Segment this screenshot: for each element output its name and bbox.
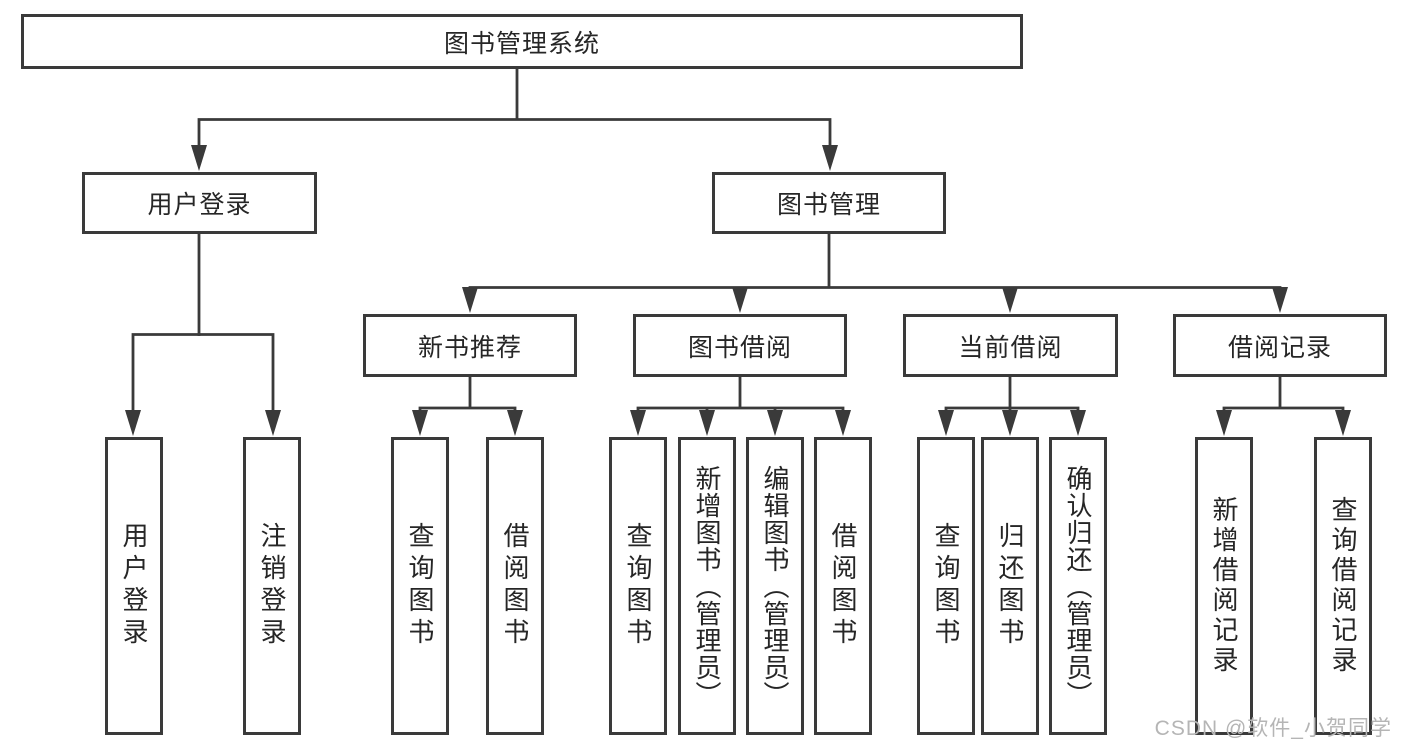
leaf-query-books-recommendation-label: 查询图书 bbox=[405, 522, 435, 650]
leaf-edit-book-admin: 编辑图书（管理员） bbox=[746, 437, 804, 735]
leaf-borrow-books-borrowing-label: 借阅图书 bbox=[828, 522, 858, 650]
leaf-return-books-label: 归还图书 bbox=[995, 522, 1025, 650]
node-current-borrowing: 当前借阅 bbox=[903, 314, 1118, 377]
leaf-logout-label: 注销登录 bbox=[257, 522, 287, 650]
watermark: CSDN @软件_小贺同学 bbox=[1154, 717, 1392, 740]
leaf-return-books: 归还图书 bbox=[981, 437, 1039, 735]
node-user-login-label: 用户登录 bbox=[147, 191, 252, 219]
leaf-borrow-books-recommendation: 借阅图书 bbox=[486, 437, 544, 735]
node-current-borrowing-label: 当前借阅 bbox=[958, 333, 1063, 362]
leaf-query-borrow-record: 查询借阅记录 bbox=[1314, 437, 1372, 735]
connector-current-to-leaves bbox=[938, 377, 1086, 436]
leaf-query-books-current: 查询图书 bbox=[917, 437, 975, 735]
leaf-confirm-return-admin: 确认归还（管理员） bbox=[1049, 437, 1107, 735]
leaf-add-book-admin: 新增图书（管理员） bbox=[678, 437, 736, 735]
connector-records-to-leaves bbox=[1216, 377, 1351, 436]
node-book-management: 图书管理 bbox=[712, 172, 946, 234]
leaf-borrow-books-borrowing: 借阅图书 bbox=[814, 437, 872, 735]
connector-book-management-to-level3 bbox=[462, 234, 1288, 313]
leaf-logout: 注销登录 bbox=[243, 437, 301, 735]
node-book-borrowing-label: 图书借阅 bbox=[687, 333, 792, 362]
node-user-login: 用户登录 bbox=[82, 172, 317, 234]
leaf-query-borrow-record-label: 查询借阅记录 bbox=[1328, 496, 1358, 676]
leaf-borrow-books-recommendation-label: 借阅图书 bbox=[500, 522, 530, 650]
leaf-confirm-return-admin-label: 确认归还（管理员） bbox=[1063, 464, 1093, 708]
node-new-book-recommendation-label: 新书推荐 bbox=[417, 333, 522, 362]
leaf-query-books-recommendation: 查询图书 bbox=[391, 437, 449, 735]
node-borrowing-records: 借阅记录 bbox=[1173, 314, 1387, 377]
connector-recommendation-to-leaves bbox=[412, 377, 523, 436]
node-new-book-recommendation: 新书推荐 bbox=[363, 314, 577, 377]
node-borrowing-records-label: 借阅记录 bbox=[1227, 333, 1332, 362]
node-library-management-system-label: 图书管理系统 bbox=[443, 29, 600, 58]
connector-borrowing-to-leaves bbox=[630, 377, 851, 436]
leaf-add-book-admin-label: 新增图书（管理员） bbox=[692, 464, 722, 708]
leaf-query-books-current-label: 查询图书 bbox=[931, 522, 961, 650]
leaf-user-login-label: 用户登录 bbox=[119, 522, 149, 650]
leaf-add-borrow-record-label: 新增借阅记录 bbox=[1209, 496, 1239, 676]
node-library-management-system: 图书管理系统 bbox=[21, 14, 1023, 69]
leaf-edit-book-admin-label: 编辑图书（管理员） bbox=[760, 464, 790, 708]
node-book-management-label: 图书管理 bbox=[776, 191, 881, 219]
leaf-add-borrow-record: 新增借阅记录 bbox=[1195, 437, 1253, 735]
node-book-borrowing: 图书借阅 bbox=[633, 314, 847, 377]
leaf-user-login: 用户登录 bbox=[105, 437, 163, 735]
connector-user-login-to-leaves bbox=[125, 234, 281, 436]
connector-root-to-level2 bbox=[191, 69, 838, 171]
leaf-query-books-borrowing-label: 查询图书 bbox=[623, 522, 653, 650]
leaf-query-books-borrowing: 查询图书 bbox=[609, 437, 667, 735]
